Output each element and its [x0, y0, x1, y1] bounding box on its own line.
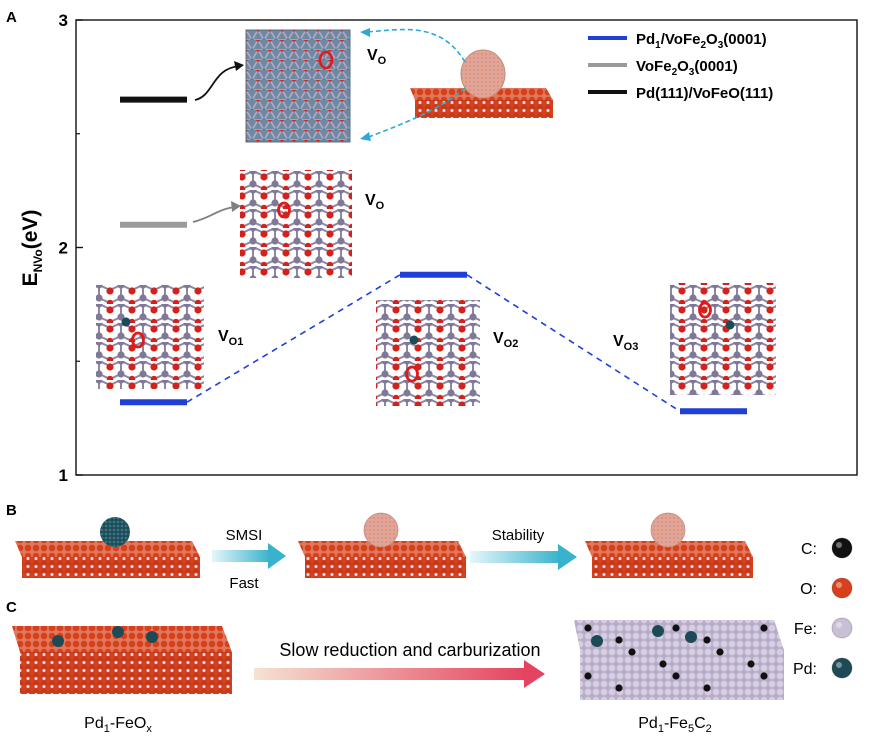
y-tick-label: 1 [59, 466, 68, 485]
pointer-arrow-black [194, 65, 241, 101]
y-tick-label: 2 [59, 239, 68, 258]
legend-label: Pd1/VoFe2O3(0001) [636, 31, 767, 51]
pointer-arrowhead-gray [231, 201, 241, 212]
zoom-arrowhead-top [360, 28, 370, 37]
carbon-atom [760, 672, 768, 680]
atom-legend-label: Fe: [794, 621, 817, 638]
energy-levels [120, 96, 747, 415]
y-axis-label-unit: (eV) [19, 210, 42, 250]
material-label-pd1-feox: Pd1-FeOx [84, 715, 152, 735]
slab-b3 [585, 512, 753, 578]
pointer-arrow-gray [192, 206, 237, 223]
pd-single-atom [652, 625, 664, 637]
legend-label: Pd(111)/VoFeO(111) [636, 85, 773, 102]
atom-legend-swatch [831, 537, 853, 559]
panel-label-a: A [6, 9, 17, 26]
encapsulated-particle [650, 512, 686, 548]
carbon-atom [584, 672, 592, 680]
carbon-atom [659, 660, 667, 668]
atom-legend-label: O: [800, 581, 817, 598]
pd-single-atom [112, 626, 124, 638]
zoom-line-top [365, 28, 466, 63]
pd-single-atom [685, 631, 697, 643]
carbon-atom [672, 672, 680, 680]
carbon-atom [615, 684, 623, 692]
carbon-atom [703, 684, 711, 692]
site-label-vo3: VO3 [613, 333, 638, 353]
slab-b1 [15, 517, 200, 578]
vacancy-marker [405, 365, 419, 383]
carbon-atom [628, 648, 636, 656]
y-axis-label-sub: NVo [31, 249, 45, 272]
carbon-atom [584, 624, 592, 632]
atom-legend-swatch [831, 577, 853, 599]
encapsulated-particle [363, 512, 399, 548]
carbon-atom [703, 636, 711, 644]
inset-fe2o3-surface [240, 170, 352, 278]
carbon-atom [672, 624, 680, 632]
connector-vo1-vo2 [186, 274, 401, 403]
pointer-arrowhead-black [234, 61, 244, 71]
pathway-connectors [186, 274, 681, 412]
vacancy-marker [131, 331, 145, 349]
atom-legend-swatch [831, 657, 853, 679]
step-label-smsi: SMSI [226, 527, 263, 544]
site-label-vo2: VO2 [493, 330, 518, 350]
y-axis-label: ENVo(eV) [19, 210, 45, 287]
vacancy-marker [318, 50, 334, 70]
pd-single-atom [591, 635, 603, 647]
step-label-stability: Stability [492, 527, 545, 544]
panel-label-c: C [6, 599, 17, 616]
inset-vo1 [96, 285, 204, 389]
y-tick-label: 3 [59, 11, 68, 30]
material-label-pd1-fe5c2: Pd1-Fe5C2 [638, 715, 712, 735]
vacancy-marker [698, 301, 712, 319]
site-label-vo1: VO1 [218, 328, 243, 348]
pd-single-atom [52, 635, 64, 647]
pd-single-atom [146, 631, 158, 643]
atom-legend-label: C: [801, 541, 817, 558]
y-axis-label-main: E [19, 272, 42, 286]
vacancy-marker [277, 201, 291, 219]
zoom-line-bottom [365, 87, 466, 139]
inset-pd111-surface [245, 29, 351, 143]
arrow-carburization [254, 660, 545, 688]
inset-vo3 [670, 283, 776, 395]
slab-b2 [298, 512, 466, 578]
y-axis: 1 2 3 [59, 11, 83, 485]
vacancy-label-mid: VO [365, 192, 385, 212]
carbon-atom [747, 660, 755, 668]
vacancy-label-top: VO [367, 47, 387, 67]
pd-nanoparticle [100, 517, 130, 547]
carbon-atom [760, 624, 768, 632]
carbon-atoms [584, 624, 768, 692]
panel-label-b: B [6, 502, 17, 519]
carbon-atom [615, 636, 623, 644]
connector-vo2-vo3 [466, 274, 681, 412]
atom-legend: C: O: Fe: Pd: [793, 537, 853, 679]
inset-vo2 [376, 300, 480, 406]
step-label-carburization: Slow reduction and carburization [279, 640, 540, 660]
legend: Pd1/VoFe2O3(0001) VoFe2O3(0001) Pd(111)/Vo… [588, 31, 773, 102]
carbon-atom [716, 648, 724, 656]
step-label-fast: Fast [229, 575, 259, 592]
slab-with-particle [410, 49, 553, 118]
slab-c1 [12, 626, 232, 694]
legend-label: VoFe2O3(0001) [636, 58, 738, 78]
slab-c2 [574, 620, 784, 700]
arrow-smsi [212, 543, 286, 569]
zoom-arrowhead-bottom [360, 132, 371, 141]
atom-legend-label: Pd: [793, 661, 817, 678]
atom-legend-swatch [831, 617, 853, 639]
arrow-stability [470, 544, 577, 570]
